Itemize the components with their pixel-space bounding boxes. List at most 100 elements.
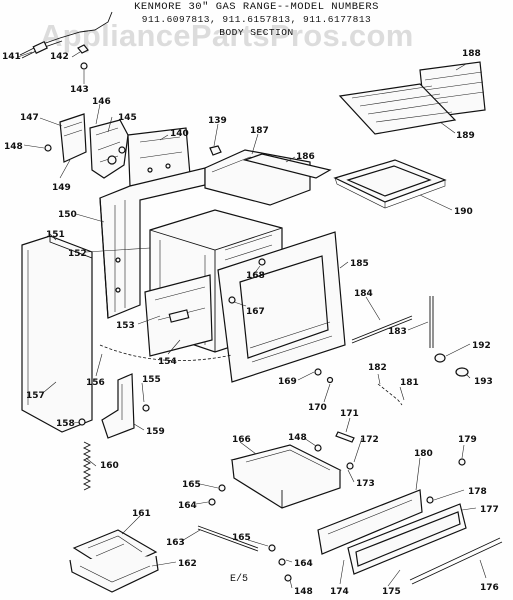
part-193-knob: [455, 367, 469, 377]
part-164b-screw: [278, 558, 286, 566]
label-164-upper: 164: [178, 501, 197, 511]
part-142-clip: [77, 44, 89, 54]
part-184-rod-edge: [351, 318, 413, 344]
part-148-screw: [44, 144, 52, 152]
part-141-cord: [19, 11, 113, 59]
part-148c-screw: [284, 574, 292, 582]
label-161: 161: [132, 509, 151, 519]
part-163-rod: [197, 525, 259, 552]
part-157-side-panel: [21, 235, 93, 433]
label-156: 156: [86, 378, 105, 388]
label-183: 183: [388, 327, 407, 337]
part-175-glass: [355, 511, 461, 567]
label-152: 152: [68, 249, 87, 259]
label-184: 184: [354, 289, 373, 299]
diagram-title: KENMORE 30" GAS RANGE--MODEL NUMBERS: [134, 1, 379, 13]
part-145-146-valve-assembly: [89, 119, 129, 179]
label-170: 170: [308, 403, 327, 413]
label-187: 187: [250, 126, 269, 136]
label-185: 185: [350, 259, 369, 269]
label-153: 153: [116, 321, 135, 331]
label-193: 193: [474, 377, 493, 387]
label-181: 181: [400, 378, 419, 388]
label-167: 167: [246, 307, 265, 317]
part-162-broiler-pan: [69, 555, 159, 593]
label-175: 175: [382, 587, 401, 597]
part-156-leader: [99, 344, 233, 361]
label-192: 192: [472, 341, 491, 351]
part-166-drawer: [230, 444, 342, 509]
label-179: 179: [458, 435, 477, 445]
part-192-knob: [434, 353, 446, 363]
label-154: 154: [158, 357, 177, 367]
label-146: 146: [92, 97, 111, 107]
part-147-bracket: [59, 113, 87, 163]
label-164-lower: 164: [294, 559, 313, 569]
label-148-mid: 148: [288, 433, 307, 443]
label-142: 142: [50, 52, 69, 62]
label-160: 160: [100, 461, 119, 471]
label-150: 150: [58, 210, 77, 220]
part-190-broil-pan: [333, 159, 447, 209]
label-140: 140: [170, 129, 189, 139]
label-155: 155: [142, 375, 161, 385]
part-181-leader: [377, 383, 403, 406]
label-158: 158: [56, 419, 75, 429]
label-186: 186: [296, 152, 315, 162]
label-145: 145: [118, 113, 137, 123]
label-165-upper: 165: [182, 480, 201, 490]
label-182: 182: [368, 363, 387, 373]
label-151: 151: [46, 230, 65, 240]
part-167-screw: [228, 296, 236, 304]
part-186-top-strip: [242, 153, 332, 179]
label-139: 139: [208, 116, 227, 126]
label-173: 173: [356, 479, 375, 489]
label-166: 166: [232, 435, 251, 445]
part-165-screw: [218, 484, 226, 492]
part-148b-screw: [314, 444, 322, 452]
label-162: 162: [178, 559, 197, 569]
part-184-rod: [351, 315, 413, 341]
label-169: 169: [278, 377, 297, 387]
part-170-screw: [326, 376, 334, 384]
watermark: AppliancePartsPros.com: [40, 18, 414, 53]
label-159: 159: [146, 427, 165, 437]
page-footer-code: E/5: [230, 574, 249, 585]
label-141: 141: [2, 52, 21, 62]
section-title: BODY SECTION: [219, 27, 294, 38]
label-163: 163: [166, 538, 185, 548]
label-180: 180: [414, 449, 433, 459]
label-148-lower: 148: [294, 587, 313, 597]
part-165b-screw: [268, 544, 276, 552]
label-189: 189: [456, 131, 475, 141]
part-185-door-frame: [217, 231, 346, 383]
label-147: 147: [20, 113, 39, 123]
model-numbers: 911.6097813, 911.6157813, 911.6177813: [141, 14, 372, 25]
part-179-screw: [458, 458, 466, 466]
part-178-screw: [426, 496, 434, 504]
part-183-pin: [429, 296, 434, 348]
part-139-fitting: [209, 145, 222, 156]
part-189-oven-rack: [338, 83, 457, 135]
label-171: 171: [340, 409, 359, 419]
part-160-spring: [82, 441, 92, 491]
part-153-lower-panel: [144, 274, 213, 357]
part-143-screw: [80, 62, 88, 70]
label-149: 149: [52, 183, 71, 193]
part-176-handle: [409, 537, 503, 585]
label-188: 188: [462, 49, 481, 59]
part-171-clip: [335, 431, 355, 443]
part-169-screw: [314, 368, 322, 376]
part-168-bracket: [258, 258, 266, 266]
part-164-screw: [208, 498, 216, 506]
part-159-hinge: [101, 373, 150, 439]
leader-lines: [17, 51, 487, 589]
label-143: 143: [70, 85, 89, 95]
label-178: 178: [468, 487, 487, 497]
label-177: 177: [480, 505, 499, 515]
label-172: 172: [360, 435, 379, 445]
part-150-side-frame: [99, 167, 206, 319]
label-176: 176: [480, 583, 499, 593]
